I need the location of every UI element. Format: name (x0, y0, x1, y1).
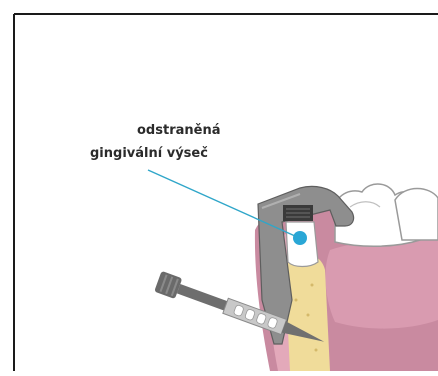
annotation-label-line2: gingivální výseč (90, 146, 208, 161)
bone-column (285, 254, 330, 371)
tissue-punch-icon (283, 205, 318, 267)
annotation-label-line1: odstraněná (137, 123, 220, 138)
